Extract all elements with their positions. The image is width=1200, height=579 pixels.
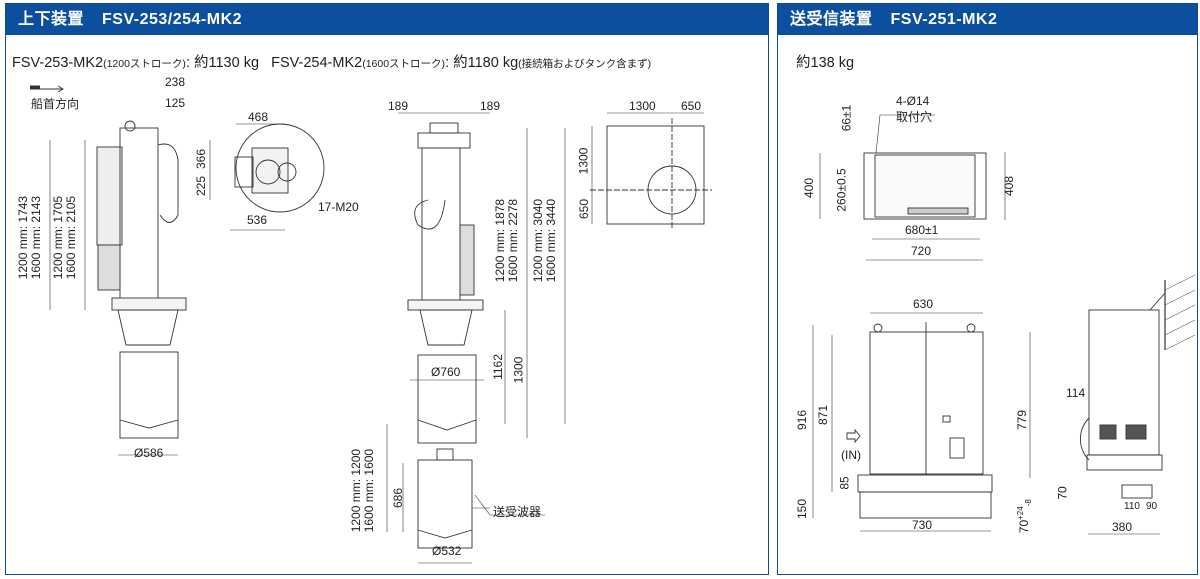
in-label: (IN)	[841, 448, 861, 462]
dim-760: Ø760	[431, 365, 461, 379]
transducer-label: 送受波器	[493, 505, 542, 519]
transceiver-front-view	[846, 322, 993, 519]
dim-85: 85	[837, 476, 852, 490]
transceiver-side-view	[1080, 274, 1196, 499]
dim-720: 720	[911, 244, 932, 258]
in-arrow-icon	[846, 428, 861, 444]
dim-916: 916	[795, 409, 810, 431]
weight-253: : 約1130 kg	[185, 55, 260, 71]
hoist-side-view	[96, 120, 187, 439]
dim-70: 70	[1055, 486, 1070, 500]
dim-plan-650: 650	[681, 99, 702, 113]
dim-680: 680±1	[905, 223, 939, 237]
panel-title-jp: 上下装置	[18, 11, 85, 28]
dim-1162: 1162	[490, 354, 505, 380]
dim-189-right: 189	[480, 99, 501, 113]
dim-90: 90	[1146, 501, 1158, 512]
dim-408: 408	[1002, 175, 1017, 197]
holes-label: 取付穴	[896, 110, 933, 124]
dim-586: Ø586	[134, 446, 164, 460]
hoist-unit-header: 上下装置 FSV-253/254-MK2	[6, 4, 768, 35]
dim-plan-1300-v: 1300	[576, 147, 591, 175]
hoist-plan-view	[234, 123, 325, 213]
dim-871: 871	[816, 404, 831, 426]
model-254: FSV-254-MK2	[271, 55, 363, 71]
dim-1300: 1300	[511, 356, 526, 384]
dim-70-tolerance: 70+24-8	[1015, 499, 1034, 534]
transceiver-header: 送受信装置 FSV-251-MK2	[778, 4, 1197, 35]
dim-686: 686	[391, 487, 406, 509]
dim-468: 468	[248, 110, 269, 124]
panel-title-jp: 送受信装置	[790, 11, 873, 28]
dim-366: 366	[194, 148, 209, 170]
installation-plan-view	[590, 118, 712, 228]
dim-125: 125	[165, 96, 186, 110]
dim-532: Ø532	[432, 544, 462, 558]
dimension-lines-right	[812, 114, 1160, 535]
stroke-253: (1200ストローク)	[103, 58, 186, 70]
dim-225: 225	[194, 175, 209, 197]
dim-238: 238	[165, 75, 186, 89]
bow-direction-arrow-icon	[30, 85, 64, 93]
model-253: FSV-253-MK2	[12, 55, 104, 71]
dim-189-left: 189	[388, 99, 409, 113]
dim-536: 536	[247, 213, 268, 227]
dim-plan-650-v: 650	[577, 198, 592, 220]
dim-779: 779	[1015, 409, 1030, 431]
dim-730: 730	[912, 518, 933, 532]
dim-66: 66±1	[839, 104, 854, 132]
transceiver-panel: 送受信装置 FSV-251-MK2	[777, 3, 1198, 575]
dim-150: 150	[795, 498, 810, 520]
dim-380: 380	[1112, 520, 1133, 534]
hoist-front-view	[407, 122, 484, 549]
hoist-weights: FSV-253-MK2(1200ストローク): 約1130 kg FSV-254…	[12, 51, 651, 72]
dim-114: 114	[1066, 386, 1086, 400]
dim-630: 630	[913, 297, 934, 311]
dimension-lines	[49, 112, 704, 564]
weight-note: (接続箱およびタンク含まず)	[518, 58, 652, 70]
transceiver-top-view	[863, 152, 987, 220]
stroke-254: (1600ストローク)	[362, 58, 446, 70]
panel-title-model: FSV-253/254-MK2	[102, 11, 243, 28]
dim-260: 260±0.5	[834, 168, 849, 212]
bow-direction-label: 船首方向	[31, 97, 80, 111]
panel-title-model: FSV-251-MK2	[890, 11, 998, 28]
weight-254: : 約1180 kg	[445, 55, 519, 71]
dim-17-m20: 17-M20	[318, 200, 359, 214]
dim-110: 110	[1124, 501, 1140, 512]
dim-holes: 4-Ø14	[896, 94, 930, 108]
dim-plan-1300: 1300	[629, 99, 656, 113]
dim-400: 400	[802, 177, 817, 199]
transceiver-weight: 約138 kg	[796, 55, 855, 71]
